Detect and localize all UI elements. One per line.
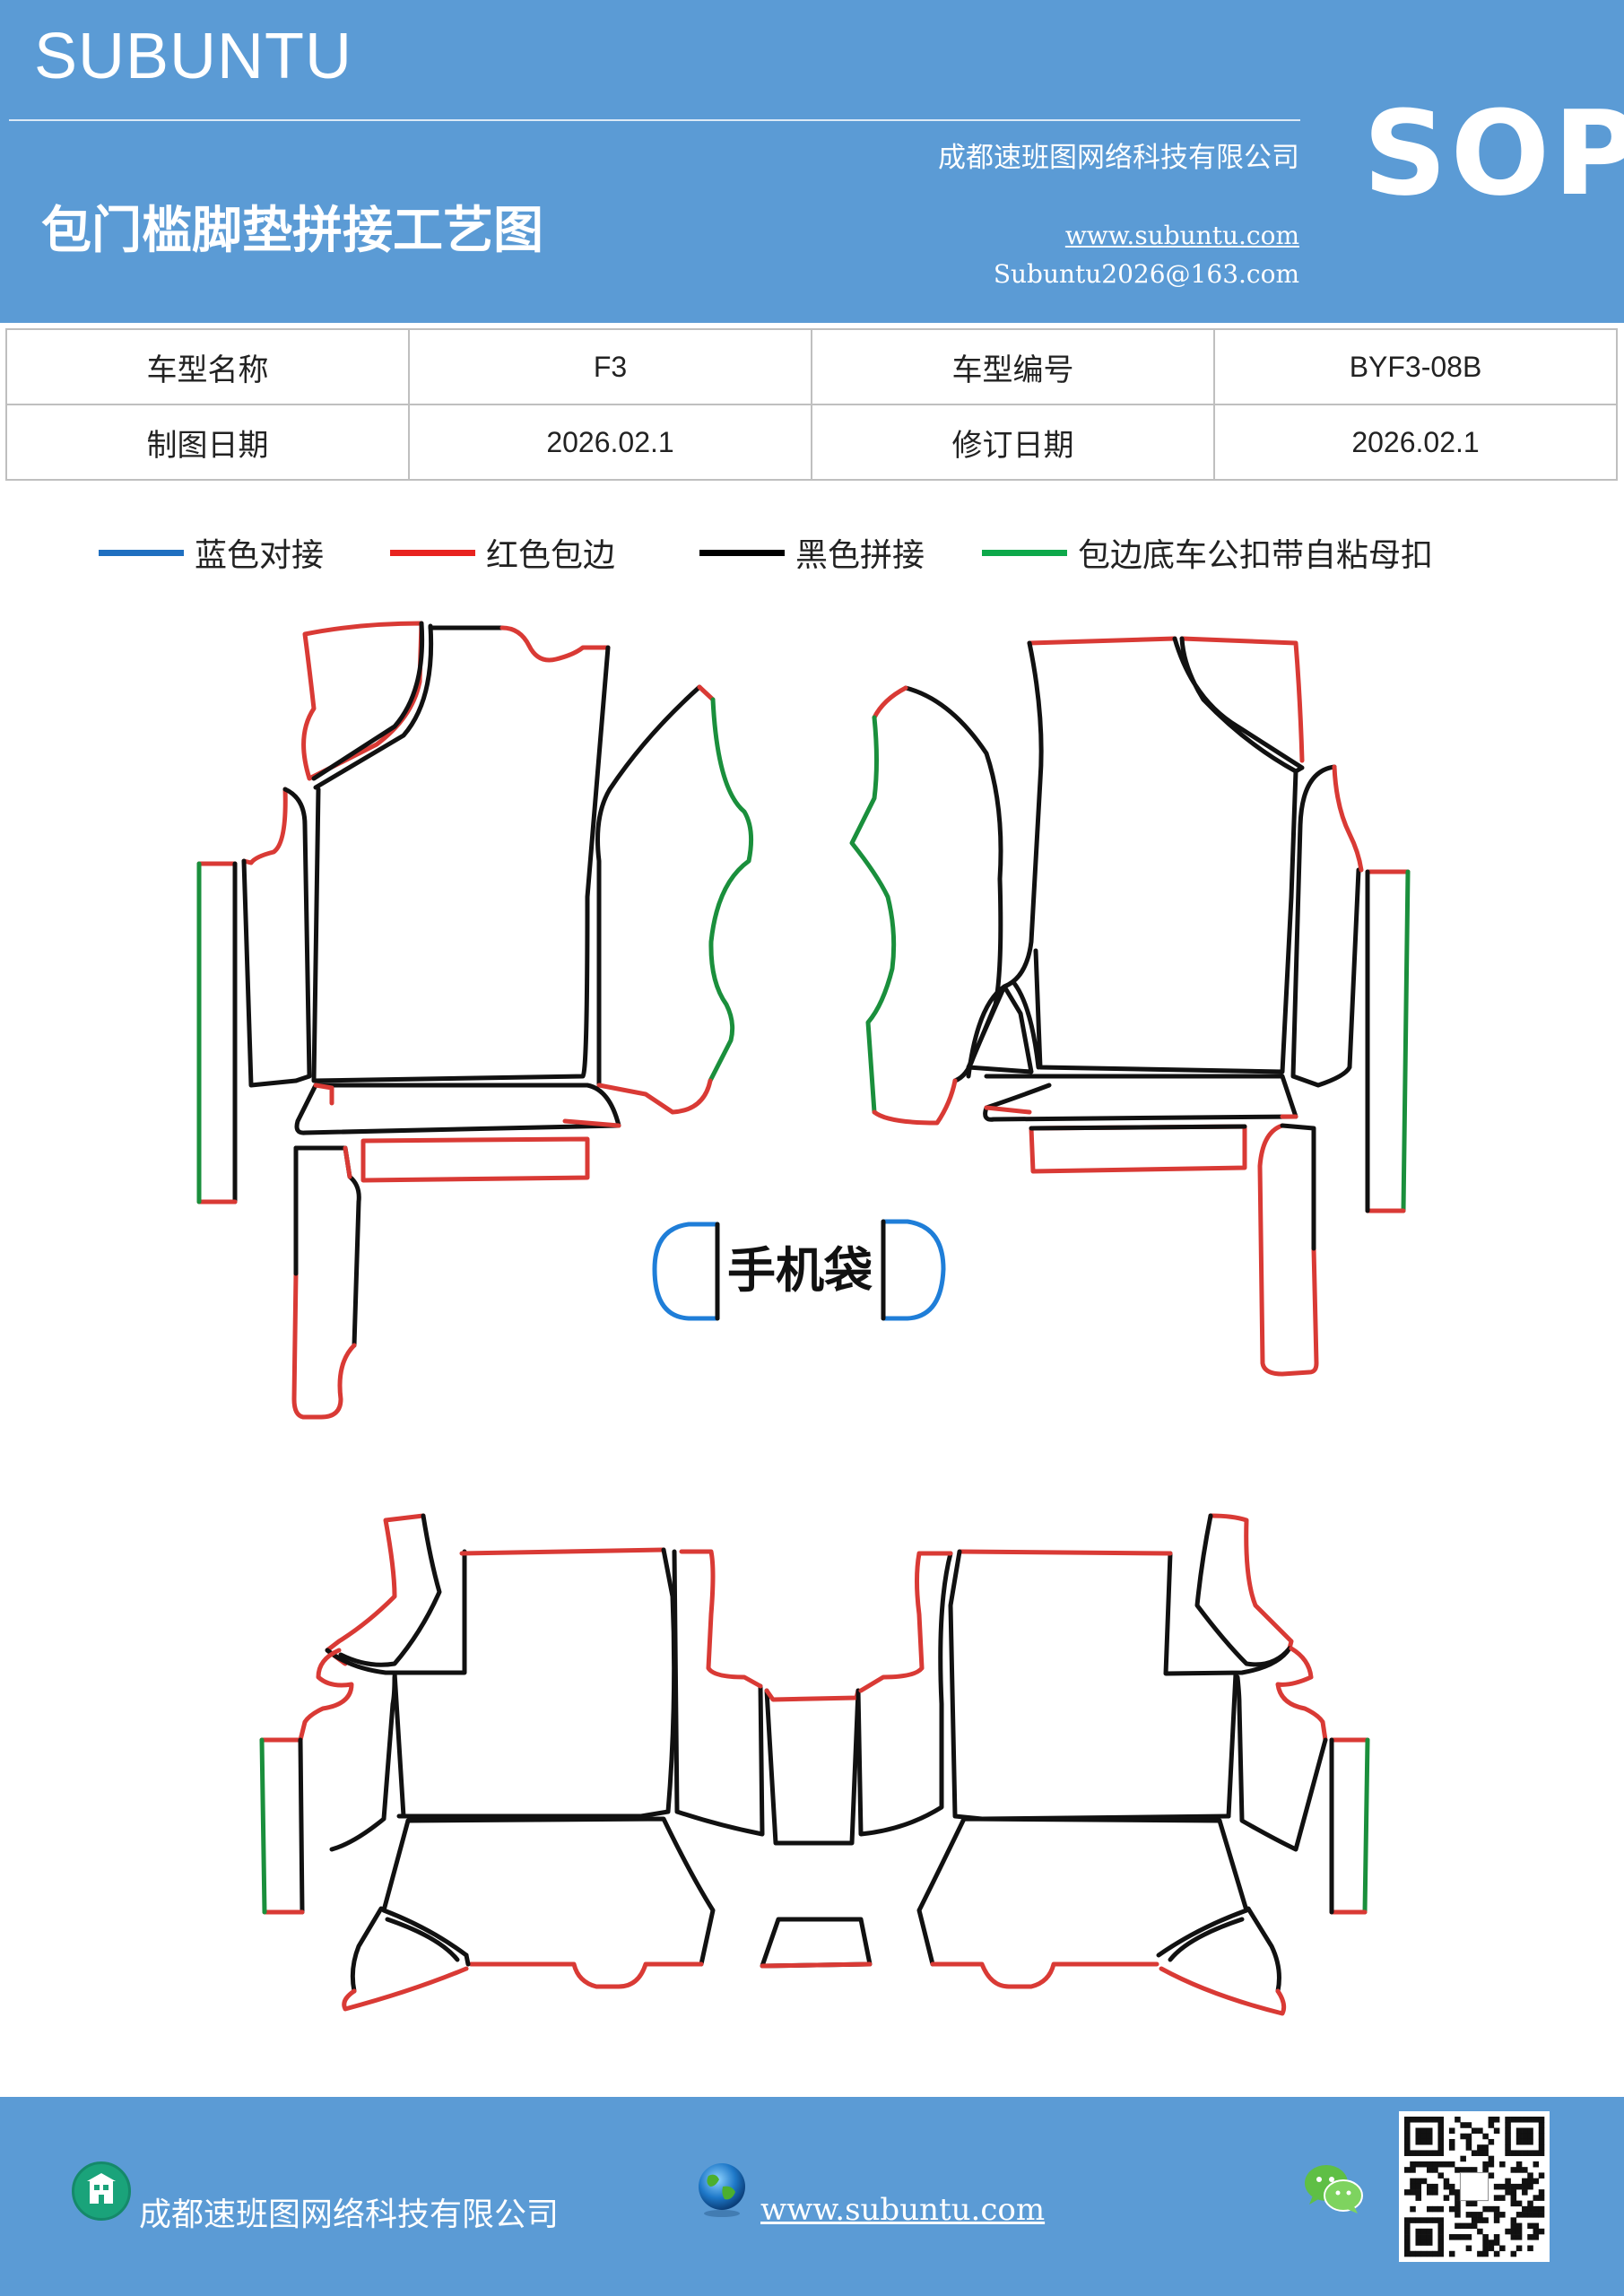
rear-right-mat	[855, 1513, 1370, 2016]
qr-code	[1399, 2111, 1550, 2262]
legend-label: 包边底车公扣带自粘母扣	[1078, 537, 1434, 574]
legend-swatch-blue	[99, 549, 184, 556]
table-row: 制图日期 2026.02.1 修订日期 2026.02.1	[5, 404, 1618, 481]
phone-pocket: 手机袋	[652, 1219, 946, 1321]
wechat-icon[interactable]	[1302, 2161, 1365, 2217]
model-name-label: 车型名称	[5, 328, 410, 405]
legend-item-green: 包边底车公扣带自粘母扣	[982, 529, 1433, 576]
revise-date-value: 2026.02.1	[1213, 404, 1618, 481]
building-icon	[72, 2161, 131, 2221]
header-divider	[9, 119, 1300, 121]
legend-item-red: 红色包边	[390, 529, 615, 576]
legend: 蓝色对接 红色包边 黑色拼接 包边底车公扣带自粘母扣	[0, 529, 1624, 574]
legend-item-black: 黑色拼接	[699, 529, 925, 576]
sop-label: SOP	[1363, 85, 1624, 222]
header-company-name: 成都速班图网络科技有限公司	[938, 142, 1299, 174]
model-name-value: F3	[408, 328, 812, 405]
phone-pocket-label: 手机袋	[727, 1242, 873, 1299]
legend-swatch-red	[390, 549, 475, 556]
model-code-label: 车型编号	[811, 328, 1215, 405]
legend-label: 黑色拼接	[795, 537, 925, 574]
model-code-value: BYF3-08B	[1213, 328, 1618, 405]
document-title: 包门槛脚垫拼接工艺图	[41, 202, 543, 260]
footer-website-link[interactable]: www.subuntu.com	[760, 2192, 1046, 2228]
header-email: Subuntu2026@163.com	[993, 259, 1299, 289]
vehicle-info-table: 车型名称 F3 车型编号 BYF3-08B 制图日期 2026.02.1 修订日…	[5, 328, 1618, 481]
brand-logo-text: SUBUNTU	[34, 21, 353, 92]
legend-swatch-black	[699, 549, 785, 556]
footer-company-name: 成都速班图网络科技有限公司	[139, 2196, 560, 2233]
front-right-mat	[849, 636, 1411, 1377]
legend-swatch-green	[982, 549, 1067, 556]
globe-icon	[699, 2163, 745, 2217]
rear-center-piece	[760, 1688, 873, 1969]
rear-left-mat	[259, 1513, 765, 2012]
draw-date-label: 制图日期	[5, 404, 410, 481]
legend-label: 蓝色对接	[195, 537, 325, 574]
revise-date-label: 修订日期	[811, 404, 1215, 481]
legend-label: 红色包边	[486, 537, 616, 574]
front-left-mat	[196, 621, 754, 1420]
draw-date-value: 2026.02.1	[408, 404, 812, 481]
legend-item-blue: 蓝色对接	[99, 529, 324, 576]
header-banner	[0, 0, 1624, 323]
header-website-link[interactable]: www.subuntu.com	[1064, 221, 1299, 250]
floor-mat-diagram: 手机袋	[196, 621, 1411, 2016]
table-row: 车型名称 F3 车型编号 BYF3-08B	[5, 328, 1618, 405]
